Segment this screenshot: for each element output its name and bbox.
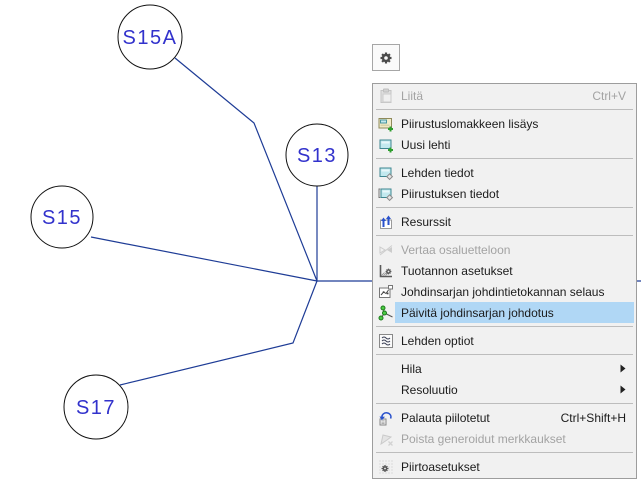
- drawing-info-icon: [376, 186, 395, 202]
- menu-item-label: Palauta piilotetut: [401, 410, 490, 425]
- menu-item-label: Piirustuksen tiedot: [401, 186, 500, 201]
- menu-item-label: Resoluutio: [401, 382, 458, 397]
- menu-separator: [373, 204, 636, 211]
- diagram-node-s17[interactable]: S17: [63, 374, 129, 440]
- menu-item-label: Poista generoidut merkkaukset: [401, 431, 566, 446]
- sheet-add-icon: [376, 137, 395, 153]
- no-icon: [376, 382, 395, 398]
- submenu-arrow-icon: [620, 385, 626, 394]
- edge-s15a-hub[interactable]: [174, 57, 318, 282]
- node-label: S13: [297, 145, 337, 167]
- menu-item-lehden-optiot[interactable]: Lehden optiot: [373, 330, 636, 351]
- menu-item-lehden-tiedot[interactable]: Lehden tiedot: [373, 162, 636, 183]
- menu-item-tuotannon-asetukset[interactable]: Tuotannon asetukset: [373, 260, 636, 281]
- diagram-node-s15[interactable]: S15: [30, 185, 94, 249]
- menu-separator: [373, 323, 636, 330]
- menu-item-piirustuslomakkeen-lisays[interactable]: Piirustuslomakkeen lisäys: [373, 113, 636, 134]
- menu-item-label: Tuotannon asetukset: [401, 263, 513, 278]
- menu-item-palauta-piilotetut[interactable]: Palauta piilotetut Ctrl+Shift+H: [373, 407, 636, 428]
- context-menu: Liitä Ctrl+V Piirustuslomakkeen lisäys U…: [372, 83, 637, 479]
- menu-item-resurssit[interactable]: Resurssit: [373, 211, 636, 232]
- menu-item-hila[interactable]: Hila: [373, 358, 636, 379]
- node-label: S17: [76, 397, 116, 419]
- sheet-info-icon: [376, 165, 395, 181]
- wiring-update-icon: [376, 305, 395, 321]
- gear-icon: [380, 52, 392, 63]
- menu-item-shortcut: Ctrl+V: [592, 88, 626, 103]
- menu-item-label: Lehden tiedot: [401, 165, 474, 180]
- menu-item-poista-generoidut-merkkaukset: Poista generoidut merkkaukset: [373, 428, 636, 449]
- edge-s17-hub[interactable]: [119, 280, 318, 386]
- menu-item-label: Hila: [401, 361, 422, 376]
- resources-icon: [376, 214, 395, 230]
- menu-item-liita: Liitä Ctrl+V: [373, 85, 636, 106]
- sheet-options-icon: [376, 333, 395, 349]
- menu-item-label: Vertaa osaluetteloon: [401, 242, 511, 257]
- menu-item-shortcut: Ctrl+Shift+H: [560, 410, 626, 425]
- menu-item-uusi-lehti[interactable]: Uusi lehti: [373, 134, 636, 155]
- menu-item-paivita-johdinsarjan-johdotus[interactable]: Päivitä johdinsarjan johdotus: [373, 302, 636, 323]
- remove-markings-icon: [376, 431, 395, 447]
- menu-separator: [373, 232, 636, 239]
- menu-separator: [373, 400, 636, 407]
- menu-item-label: Resurssit: [401, 214, 452, 229]
- restore-hidden-icon: [376, 410, 395, 426]
- diagram-node-s13[interactable]: S13: [285, 123, 349, 187]
- menu-item-piirustuksen-tiedot[interactable]: Piirustuksen tiedot: [373, 183, 636, 204]
- menu-item-label: Piirustuslomakkeen lisäys: [401, 116, 539, 131]
- settings-gear-button[interactable]: [372, 44, 400, 71]
- paste-icon: [376, 88, 395, 104]
- node-label: S15: [42, 207, 82, 229]
- wire-database-icon: [376, 284, 395, 300]
- menu-item-johdinsarjan-johdintietokannan-selaus[interactable]: Johdinsarjan johdintietokannan selaus: [373, 281, 636, 302]
- menu-item-label: Päivitä johdinsarjan johdotus: [401, 305, 554, 320]
- draw-settings-icon: [376, 459, 395, 475]
- production-settings-icon: [376, 263, 395, 279]
- menu-separator: [373, 155, 636, 162]
- submenu-arrow-icon: [620, 364, 626, 373]
- menu-item-label: Johdinsarjan johdintietokannan selaus: [401, 284, 605, 299]
- edge-s15-hub[interactable]: [90, 236, 318, 282]
- menu-item-label: Liitä: [401, 88, 424, 103]
- node-label: S15A: [123, 27, 178, 49]
- menu-separator: [373, 106, 636, 113]
- menu-item-label: Uusi lehti: [401, 137, 451, 152]
- form-add-icon: [376, 116, 395, 132]
- menu-item-vertaa-osaluetteloon: Vertaa osaluetteloon: [373, 239, 636, 260]
- menu-item-resoluutio[interactable]: Resoluutio: [373, 379, 636, 400]
- compare-icon: [376, 242, 395, 258]
- no-icon: [376, 361, 395, 377]
- menu-separator: [373, 351, 636, 358]
- menu-separator: [373, 449, 636, 456]
- menu-item-label: Lehden optiot: [401, 333, 474, 348]
- menu-item-piirtoasetukset[interactable]: Piirtoasetukset: [373, 456, 636, 477]
- menu-item-label: Piirtoasetukset: [401, 459, 480, 474]
- diagram-node-s15a[interactable]: S15A: [117, 4, 183, 70]
